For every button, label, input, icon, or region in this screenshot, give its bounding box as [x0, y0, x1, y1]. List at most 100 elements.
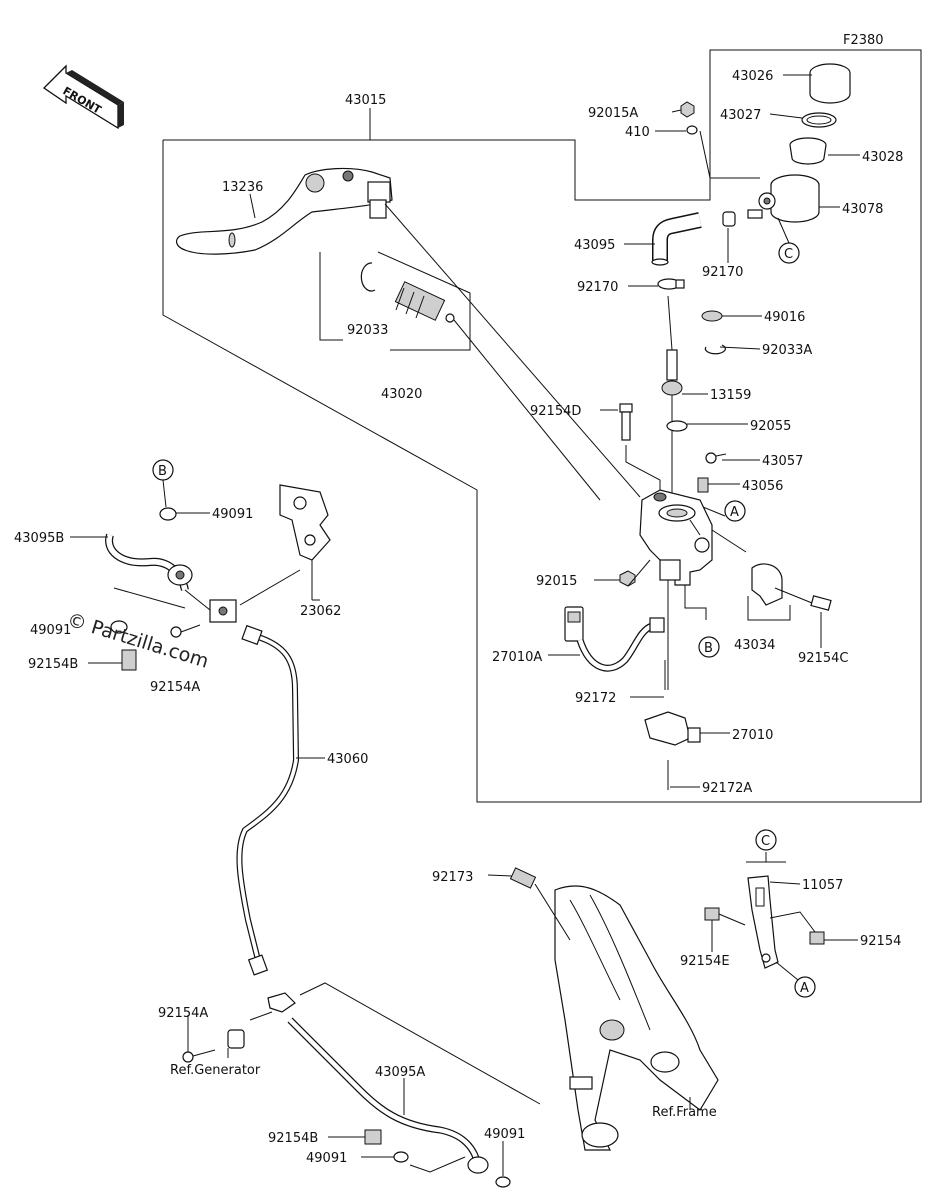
label-43034: 43034	[734, 638, 775, 653]
master-cylinder-body	[639, 489, 713, 586]
label-43027: 43027	[720, 108, 761, 123]
label-92015A: 92015A	[588, 106, 638, 121]
label-43095A: 43095A	[375, 1065, 425, 1080]
label-92055: 92055	[750, 419, 791, 434]
bolt-92154D	[619, 403, 661, 500]
label-13159: 13159	[710, 388, 751, 403]
label-92015: 92015	[536, 574, 577, 589]
svg-text:A: A	[800, 981, 809, 996]
label-43028: 43028	[862, 150, 903, 165]
front-direction-arrow: FRONT	[42, 64, 124, 130]
washer-49016	[701, 310, 723, 322]
bolt-92173	[509, 867, 571, 941]
label-92154A-top: 92154A	[150, 680, 200, 695]
reservoir-cap-43026	[809, 63, 851, 104]
leader-lines	[70, 74, 860, 1176]
label-92172: 92172	[575, 691, 616, 706]
hose-joint-13159	[661, 349, 683, 510]
bolt-92154C	[810, 595, 832, 648]
hose-joint-block	[209, 599, 237, 623]
label-92154E: 92154E	[680, 954, 730, 969]
o-ring-92055	[666, 420, 688, 432]
bolt-92154B-left	[121, 649, 137, 671]
bushing-generator	[227, 1029, 245, 1049]
bleeder-valve-43056	[697, 477, 709, 493]
washer-410	[686, 125, 698, 135]
partzilla-watermark: © Partzilla.com	[65, 609, 212, 673]
label-27010: 27010	[732, 728, 773, 743]
svg-text:A: A	[730, 505, 739, 520]
washer-49091-top	[159, 507, 177, 521]
label-92170-left: 92170	[577, 280, 618, 295]
lower-joint	[249, 982, 541, 1105]
label-13236: 13236	[222, 180, 263, 195]
label-92173: 92173	[432, 870, 473, 885]
banjo-hose-43095B	[105, 533, 193, 592]
label-23062: 23062	[300, 604, 341, 619]
label-92170-right: 92170	[702, 265, 743, 280]
label-49016: 49016	[764, 310, 805, 325]
label-11057: 11057	[802, 878, 843, 893]
label-43078: 43078	[842, 202, 883, 217]
callout-B-left: B	[152, 459, 174, 481]
label-92172A: 92172A	[702, 781, 752, 796]
label-43095B: 43095B	[14, 531, 64, 546]
part-labels: 43015 13236 92033 43020 92015A 410 43026…	[14, 69, 903, 1166]
callout-C-lower: C	[755, 829, 777, 851]
label-92154B-bottom: 92154B	[268, 1131, 318, 1146]
label-43056: 43056	[742, 479, 783, 494]
diaphragm-43027	[801, 112, 837, 128]
callout-C-upper: C	[778, 242, 800, 264]
clutch-hose-43095A	[287, 1017, 489, 1174]
bolt-92154E	[704, 907, 746, 926]
label-92154A-bottom: 92154A	[158, 1006, 208, 1021]
nut-92015A	[680, 101, 695, 118]
holder-43034	[747, 563, 813, 621]
bolt-92154B-bottom	[364, 1129, 382, 1145]
label-49091-bottom: 49091	[306, 1151, 347, 1166]
callout-A-lower: A	[794, 976, 816, 998]
ref-frame-label: Ref.Frame	[652, 1105, 717, 1120]
frame-section	[554, 885, 719, 1151]
snap-ring-92033A	[704, 344, 726, 355]
label-49091-left: 49091	[30, 623, 71, 638]
label-49091-bottom-right: 49091	[484, 1127, 525, 1142]
switch-harness-27010A	[564, 606, 665, 672]
bolt-92154A-top	[170, 624, 201, 638]
washer-49091-left	[110, 620, 128, 634]
label-43095: 43095	[574, 238, 615, 253]
clutch-switch-27010	[644, 711, 701, 790]
bleeder-cap-43057	[705, 452, 727, 464]
label-92154B-left: 92154B	[28, 657, 78, 672]
label-410: 410	[625, 125, 650, 140]
label-92154C: 92154C	[798, 651, 848, 666]
label-92033A: 92033A	[762, 343, 812, 358]
hose-clamp-92170-upper	[722, 211, 736, 227]
bracket-23062	[239, 484, 331, 606]
label-43015: 43015	[345, 93, 386, 108]
bolt-92154	[769, 911, 825, 945]
label-49091-top: 49091	[212, 507, 253, 522]
svg-text:C: C	[784, 247, 793, 262]
label-92154: 92154	[860, 934, 901, 949]
callout-B-mid: B	[698, 636, 720, 658]
washer-49091-bottom-right	[495, 1176, 511, 1188]
svg-text:B: B	[704, 641, 713, 656]
reservoir-43078	[747, 174, 820, 223]
label-43026: 43026	[732, 69, 773, 84]
bracket-11057	[746, 852, 786, 969]
callout-A-mid: A	[724, 500, 746, 522]
clutch-pipe-43060	[236, 624, 300, 976]
washer-49091-bottom	[393, 1151, 409, 1163]
nut-92015	[619, 570, 636, 587]
label-92033: 92033	[347, 323, 388, 338]
piston-kit-43020	[319, 203, 641, 501]
label-92154D: 92154D	[530, 404, 581, 419]
reservoir-hose-43095	[651, 212, 702, 266]
label-27010A: 27010A	[492, 650, 542, 665]
label-43020: 43020	[381, 387, 422, 402]
hose-clamp-92170-lower	[657, 278, 685, 290]
svg-text:B: B	[158, 464, 167, 479]
